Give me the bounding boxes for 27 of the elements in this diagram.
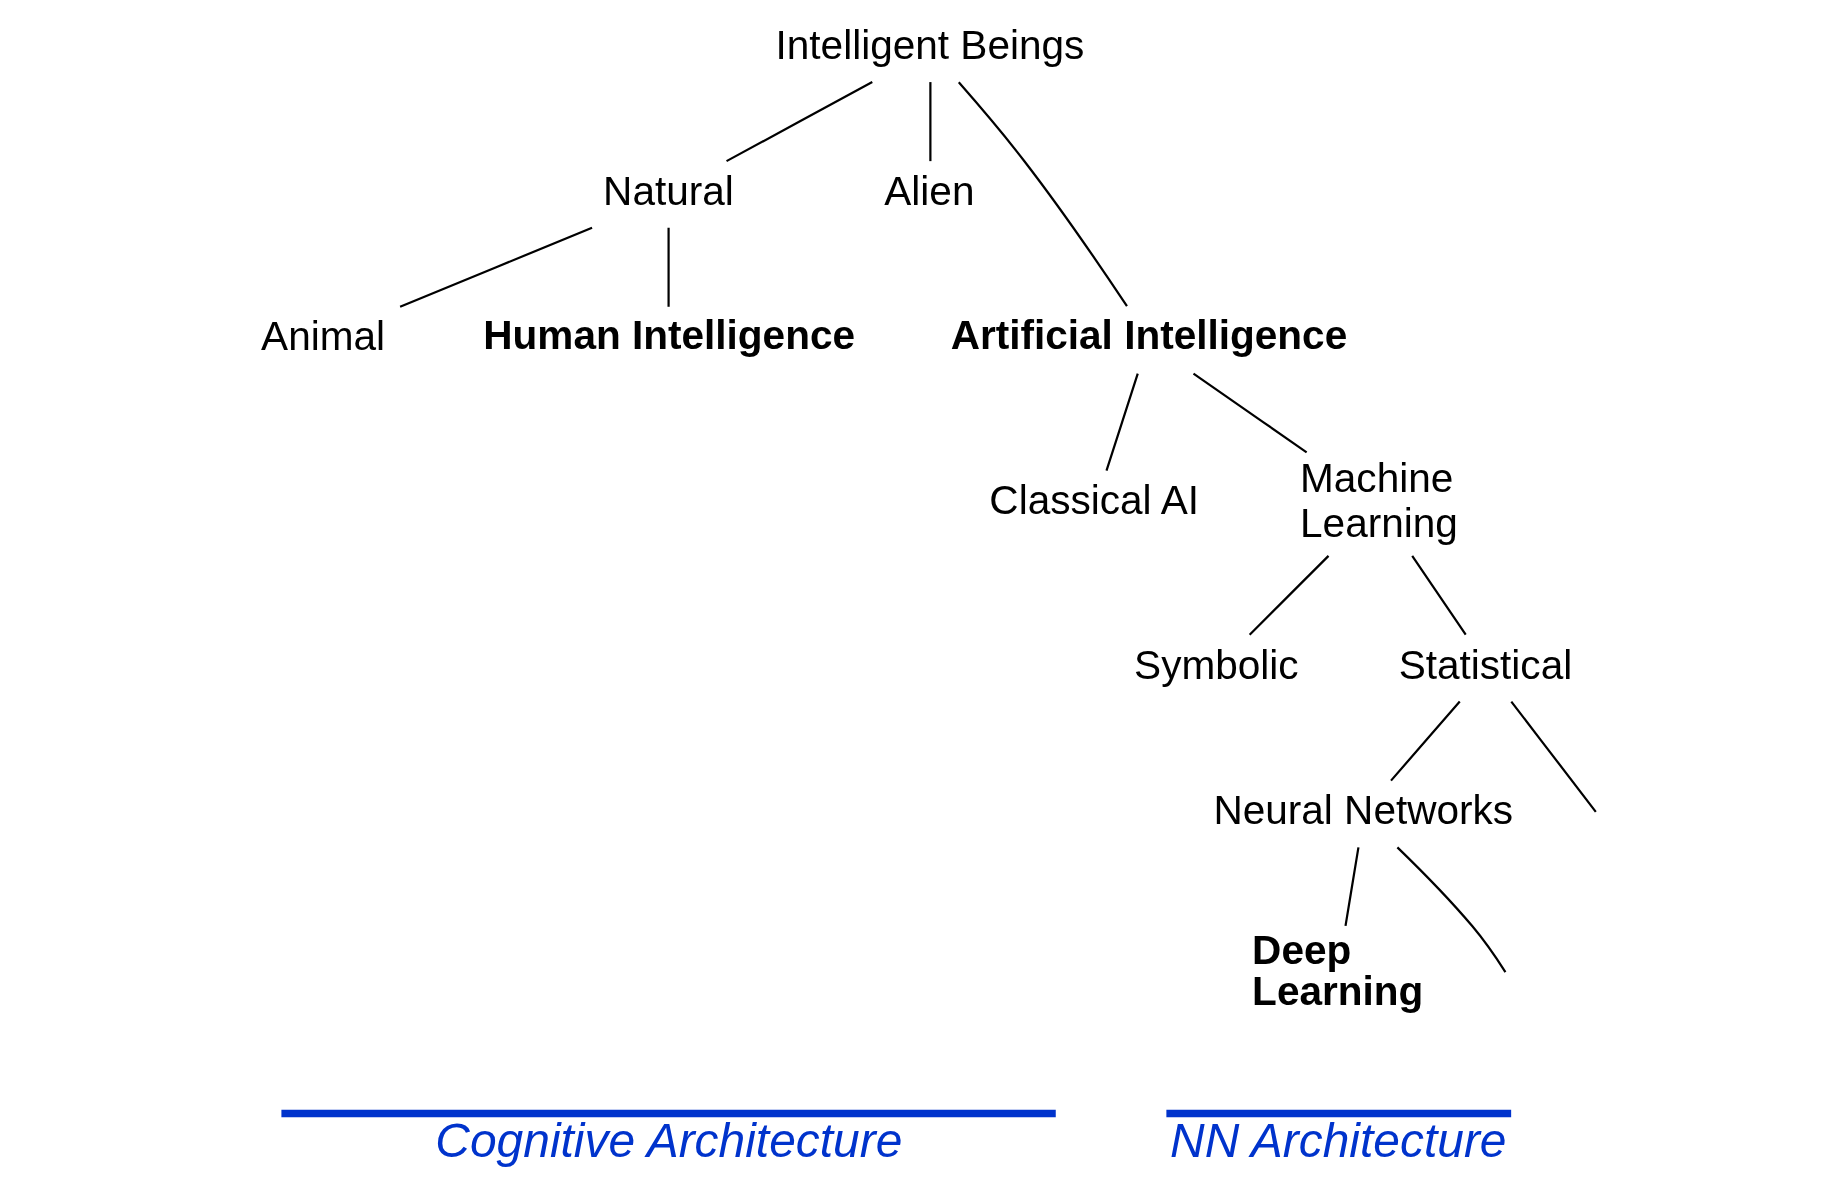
node-text: Animal [260, 313, 385, 360]
node-text: Human Intelligence [482, 311, 855, 358]
connector [928, 82, 931, 162]
node-text: Neural Networks [1212, 787, 1513, 834]
connector [1389, 700, 1461, 782]
connector [1343, 847, 1360, 927]
connector [1104, 373, 1139, 471]
connector [725, 81, 873, 163]
node-text: Natural [602, 167, 734, 214]
connector [1192, 372, 1307, 454]
connector [1509, 700, 1597, 813]
connector [399, 226, 592, 308]
node-text: Artificial Intelligence [950, 311, 1347, 358]
connector [957, 81, 1128, 307]
node-text: Alien [883, 167, 974, 214]
node-text: Deep Learning [1251, 927, 1423, 1014]
node-text: Machine Learning [1299, 455, 1458, 546]
connector [1410, 555, 1467, 636]
node-text: Statistical [1398, 641, 1572, 688]
connector [666, 227, 670, 307]
connector [1396, 846, 1506, 973]
node-text: Classical AI [988, 477, 1199, 524]
node-text: Intelligent Beings [775, 22, 1084, 69]
node-text: Symbolic [1133, 641, 1299, 688]
label: Cognitive Architecture [434, 1114, 902, 1168]
label: NN Architecture [1169, 1114, 1506, 1168]
connector [1248, 555, 1329, 636]
